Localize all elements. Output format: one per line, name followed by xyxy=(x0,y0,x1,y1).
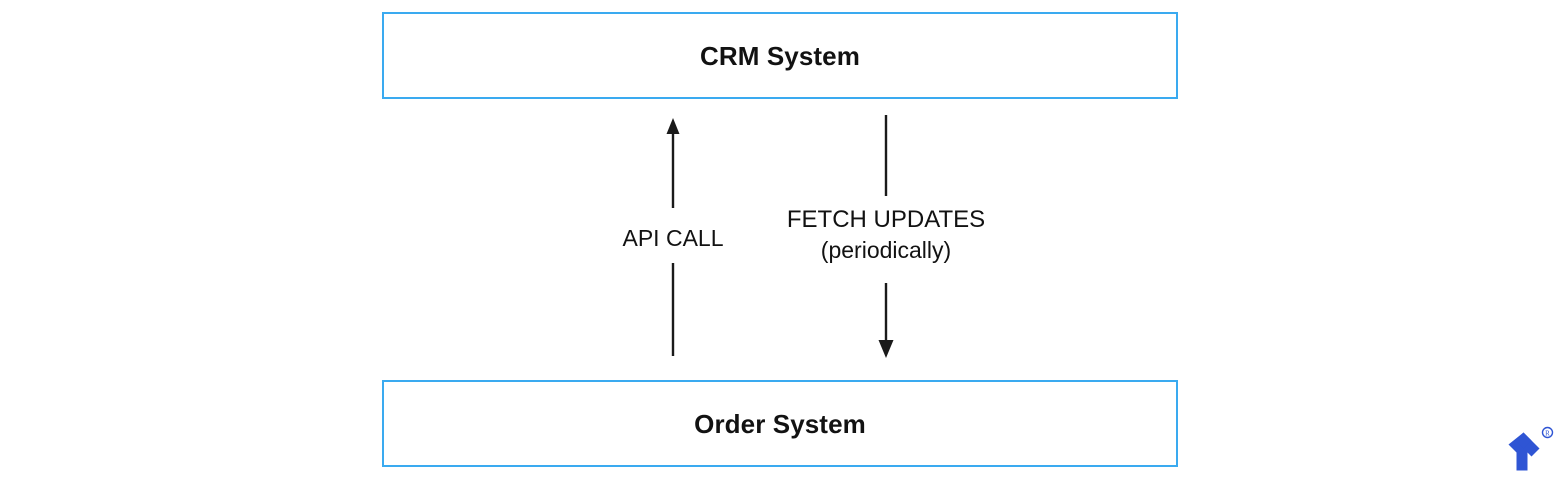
edge-label-fetch-updates-subtext: (periodically) xyxy=(820,236,952,263)
node-order-system-label: Order System xyxy=(694,408,866,439)
node-crm-system-label: CRM System xyxy=(700,40,860,71)
edge-api-call-arrowhead-up xyxy=(666,118,680,134)
edge-label-api-call: API CALL xyxy=(623,224,724,253)
svg-text:R: R xyxy=(1545,430,1550,438)
toptal-logo-mark xyxy=(1508,432,1540,471)
edge-label-api-call-text: API CALL xyxy=(622,225,724,251)
edge-label-fetch-updates-text: FETCH UPDATES xyxy=(786,206,986,233)
node-crm-system[interactable]: CRM System xyxy=(382,12,1178,99)
registered-trademark-icon: R xyxy=(1541,426,1554,439)
node-order-system[interactable]: Order System xyxy=(382,380,1178,467)
toptal-logo: R xyxy=(1508,426,1554,471)
edge-label-fetch-updates: FETCH UPDATES (periodically) xyxy=(787,205,985,265)
edge-fetch-updates-arrowhead-down xyxy=(878,340,894,358)
